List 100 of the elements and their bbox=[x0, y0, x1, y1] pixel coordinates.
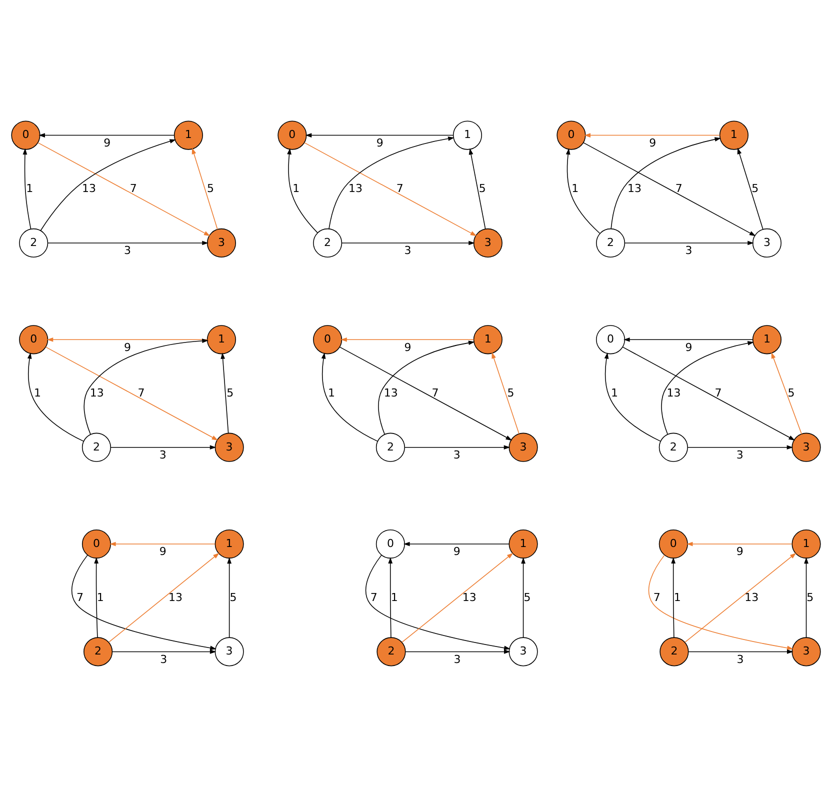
edge-label: 3 bbox=[160, 652, 168, 666]
edge-label: 5 bbox=[752, 182, 759, 195]
arrow bbox=[40, 138, 176, 230]
arrow bbox=[328, 136, 454, 229]
arrow bbox=[220, 352, 229, 433]
arrow bbox=[771, 352, 802, 434]
arrow bbox=[94, 556, 99, 638]
edge-label: 5 bbox=[206, 182, 214, 195]
edge-label: 7 bbox=[76, 590, 84, 604]
node-circle: 2 bbox=[660, 636, 689, 666]
arrow bbox=[38, 132, 175, 137]
node-circle: 3 bbox=[792, 636, 821, 666]
arrow bbox=[688, 649, 794, 654]
arrow bbox=[48, 240, 208, 245]
arrow bbox=[110, 444, 216, 450]
node-circle: 0 bbox=[82, 528, 112, 558]
arrow bbox=[341, 240, 475, 245]
arrow bbox=[287, 148, 318, 233]
node-circle: 3 bbox=[792, 432, 821, 462]
arrow bbox=[27, 352, 84, 442]
node-circle: 1 bbox=[792, 528, 821, 558]
node-circle: 3 bbox=[752, 228, 782, 258]
node-circle: 0 bbox=[313, 324, 342, 354]
arrow bbox=[671, 556, 676, 638]
node-circle: 3 bbox=[473, 228, 502, 258]
edge-label: 5 bbox=[806, 590, 814, 604]
arrow bbox=[340, 336, 474, 342]
arrow bbox=[45, 346, 218, 440]
arrow bbox=[737, 147, 764, 230]
edge-label: 3 bbox=[685, 244, 692, 257]
edge-label: 13 bbox=[168, 590, 182, 604]
arrow bbox=[624, 336, 754, 342]
edge-label: 1 bbox=[610, 386, 618, 399]
node-circle: 1 bbox=[508, 528, 538, 558]
arrow bbox=[804, 556, 808, 638]
arrow bbox=[604, 352, 661, 442]
node-circle: 3 bbox=[214, 432, 244, 462]
edge-label: 7 bbox=[714, 386, 722, 399]
node-circle: 2 bbox=[376, 432, 405, 462]
edge-label: 7 bbox=[370, 590, 378, 604]
edge-label: 9 bbox=[376, 136, 384, 149]
arrow bbox=[192, 147, 218, 230]
edge-label: 9 bbox=[159, 544, 166, 558]
arrow bbox=[610, 136, 722, 229]
arrow bbox=[110, 541, 216, 546]
arrow bbox=[227, 556, 232, 638]
arrow bbox=[112, 649, 216, 654]
node-circle: 1 bbox=[752, 324, 782, 354]
arrow bbox=[661, 340, 754, 434]
arrow bbox=[84, 338, 208, 434]
arrow bbox=[684, 552, 796, 642]
edge-label: 13 bbox=[744, 590, 759, 604]
edge-label: 3 bbox=[736, 652, 744, 666]
arrow bbox=[566, 148, 600, 234]
edge-label: 5 bbox=[507, 386, 514, 399]
edge-label: 13 bbox=[666, 386, 681, 399]
node-circle: 2 bbox=[19, 228, 48, 258]
node-circle: 2 bbox=[596, 228, 626, 258]
edge-label: 13 bbox=[90, 386, 104, 399]
arrow bbox=[492, 352, 520, 434]
edge-label: 7 bbox=[653, 590, 660, 604]
node-circle: 1 bbox=[214, 528, 244, 558]
edge-label: 5 bbox=[478, 182, 486, 195]
edge-label: 3 bbox=[736, 448, 744, 462]
node-circle: 1 bbox=[452, 120, 482, 150]
arrow bbox=[305, 132, 454, 137]
arrow bbox=[365, 554, 510, 650]
node-circle: 0 bbox=[278, 120, 307, 150]
node-circle: 0 bbox=[556, 120, 586, 150]
arrow bbox=[22, 148, 32, 229]
arrow bbox=[624, 240, 754, 245]
node-circle: 3 bbox=[508, 432, 538, 462]
arrow bbox=[622, 346, 796, 440]
edge-label: 9 bbox=[685, 340, 692, 354]
node-circle: 3 bbox=[214, 636, 244, 666]
node-circle: 3 bbox=[508, 636, 538, 666]
edge-label: 13 bbox=[348, 182, 362, 195]
node-circle: 1 bbox=[174, 120, 203, 150]
arrow bbox=[339, 346, 512, 440]
edge-label: 5 bbox=[788, 386, 795, 399]
node-circle: 0 bbox=[376, 528, 405, 558]
arrow bbox=[686, 541, 792, 546]
arrow bbox=[388, 556, 393, 638]
edge-label: 3 bbox=[453, 448, 460, 462]
edge-label: 1 bbox=[34, 386, 42, 399]
arrow bbox=[521, 556, 526, 638]
edge-label: 3 bbox=[124, 244, 132, 257]
edge-label: 9 bbox=[404, 340, 412, 354]
node-circle: 0 bbox=[596, 324, 626, 354]
edge-label: 9 bbox=[736, 544, 744, 558]
edge-label: 5 bbox=[226, 386, 234, 399]
edge-label: 9 bbox=[649, 136, 656, 149]
arrow bbox=[403, 541, 510, 546]
edge-label: 3 bbox=[159, 448, 166, 462]
arrow bbox=[584, 132, 720, 137]
edge-label: 3 bbox=[404, 244, 412, 257]
arrow bbox=[583, 142, 756, 236]
node-circle: 2 bbox=[376, 636, 406, 666]
edge-label: 1 bbox=[674, 590, 681, 604]
edge-label: 9 bbox=[104, 136, 111, 149]
